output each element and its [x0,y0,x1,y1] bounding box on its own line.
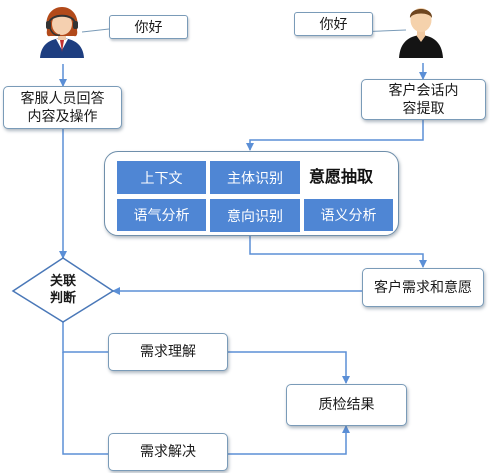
arrow-intent-to-needs [249,236,427,268]
intent-panel-title: 意愿抽取 [309,167,374,186]
customer-greeting-text: 你好 [319,17,348,33]
decision-label-line1: 关联 [49,274,76,289]
need-understanding-text: 需求理解 [140,344,196,360]
agent-answer-line1: 客服人员回答 [20,90,105,107]
intent-cell-subject: 主体识别 [210,161,300,194]
agent-greeting-text: 你好 [134,20,163,36]
intent-cell-intention: 意向识别 [210,199,300,232]
customer-person-icon [399,8,443,58]
qc-result-box: 质检结果 [286,384,407,426]
arrow-extraction-to-intent [246,120,424,151]
intent-cell-semantic: 语义分析 [304,199,393,231]
customer-extraction-line1: 客户会话内 [388,82,459,99]
agent-answer-line2: 内容及操作 [27,108,98,125]
decision-label: 关联 判断 [33,273,93,307]
qc-result-text: 质检结果 [318,397,375,413]
decision-label-line2: 判断 [49,291,76,306]
need-resolution-box: 需求解决 [108,433,228,471]
customer-extraction-line2: 容提取 [402,100,445,117]
line-decision-to-resolution [62,352,108,455]
bubble-tail-agent [81,28,110,33]
customer-extraction-box: 客户会话内 容提取 [361,79,486,120]
customer-needs-box: 客户需求和意愿 [362,268,484,307]
need-understanding-box: 需求理解 [108,333,228,371]
intent-cell-tone: 语气分析 [117,199,206,231]
customer-needs-text: 客户需求和意愿 [374,279,472,296]
need-resolution-text: 需求解决 [140,444,196,460]
customer-greeting-bubble: 你好 [294,12,373,36]
decision-diamond [11,257,115,323]
intent-cell-context: 上下文 [117,161,206,194]
agent-answer-box: 客服人员回答 内容及操作 [3,86,122,129]
agent-greeting-bubble: 你好 [109,15,188,39]
line-decision-to-understanding [62,322,108,353]
arrow-understanding-to-qc [228,351,350,384]
arrow-resolution-to-qc [228,425,350,455]
agent-headset-icon [40,7,84,58]
